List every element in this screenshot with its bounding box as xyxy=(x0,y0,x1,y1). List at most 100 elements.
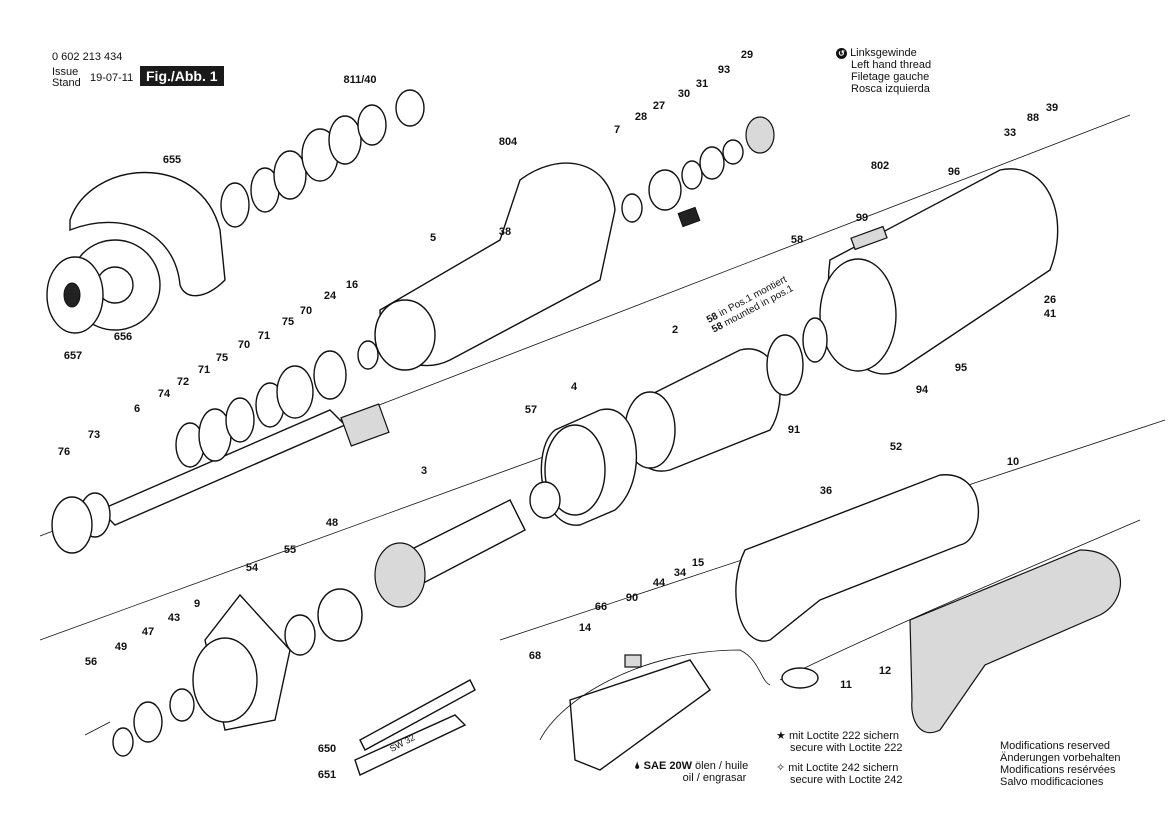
left-thread-icon: ↺ xyxy=(836,47,847,59)
modifications-line: Änderungen vorbehalten xyxy=(1000,752,1121,764)
callout-38: 38 xyxy=(498,226,512,238)
armature xyxy=(374,481,561,608)
stator xyxy=(624,334,804,472)
callout-54: 54 xyxy=(245,562,259,574)
callout-71b: 71 xyxy=(197,364,211,376)
thread-legend: ↺ Linksgewinde Left hand thread Filetage… xyxy=(836,47,931,95)
callout-30: 30 xyxy=(677,88,691,100)
nut-47 xyxy=(133,701,163,743)
gear-housing xyxy=(374,162,616,371)
callout-44: 44 xyxy=(652,577,666,589)
loctite-242-star-icon: ✧ xyxy=(776,762,786,774)
callout-36: 36 xyxy=(819,485,833,497)
bearing-55 xyxy=(284,614,316,656)
callout-656: 656 xyxy=(113,331,133,343)
legend-line: Left hand thread xyxy=(851,59,932,71)
loctite-242-note: ✧ mit Loctite 242 sichern secure with Lo… xyxy=(776,762,903,786)
callout-74: 74 xyxy=(157,388,171,400)
loctite-line: mit Loctite 242 sichern xyxy=(788,762,899,774)
stand-label: Stand xyxy=(52,77,81,89)
callout-29: 29 xyxy=(740,49,754,61)
callout-91: 91 xyxy=(787,424,801,436)
nut-49 xyxy=(112,727,134,757)
callout-14: 14 xyxy=(578,622,592,634)
part-number: 0 602 213 434 xyxy=(52,51,123,63)
loctite-line: mit Loctite 222 sichern xyxy=(788,730,899,742)
lubricant-product: SAE 20W xyxy=(643,760,692,772)
callout-27: 27 xyxy=(652,100,666,112)
callout-4: 4 xyxy=(570,381,578,393)
callout-72: 72 xyxy=(176,376,190,388)
callout-58: 58 xyxy=(790,234,804,246)
legend-line: Filetage gauche xyxy=(851,71,930,83)
flange-nut xyxy=(46,256,104,334)
callout-804: 804 xyxy=(498,136,518,148)
cable-guard xyxy=(781,667,819,689)
screw-56 xyxy=(84,721,111,736)
callout-49: 49 xyxy=(114,641,128,653)
callout-56: 56 xyxy=(84,656,98,668)
callout-655: 655 xyxy=(162,154,182,166)
callout-66: 66 xyxy=(594,601,608,613)
lubricant-line: ölen / huile xyxy=(695,760,749,772)
callout-47: 47 xyxy=(141,626,155,638)
callout-57: 57 xyxy=(524,404,538,416)
callout-10: 10 xyxy=(1006,456,1020,468)
seal-ring-58 xyxy=(802,317,828,363)
callout-2: 2 xyxy=(671,324,679,336)
callout-96: 96 xyxy=(947,166,961,178)
loctite-222-note: ★ mit Loctite 222 sichern secure with Lo… xyxy=(776,730,903,754)
issue-date: 19-07-11 xyxy=(90,72,134,84)
callout-76: 76 xyxy=(57,446,71,458)
loctite-line: secure with Loctite 242 xyxy=(790,774,903,786)
callout-802: 802 xyxy=(870,160,890,172)
modifications-line: Modifications resérvées xyxy=(1000,764,1116,776)
loctite-222-star-icon: ★ xyxy=(776,730,786,742)
switch-assembly xyxy=(539,649,771,771)
bearing-48 xyxy=(317,588,363,642)
callout-31: 31 xyxy=(695,78,709,90)
end-plate xyxy=(192,593,291,731)
callout-70a: 70 xyxy=(299,305,313,317)
callout-93: 93 xyxy=(717,64,731,76)
legend-line: Linksgewinde xyxy=(850,47,917,59)
callout-68: 68 xyxy=(528,650,542,662)
callout-3: 3 xyxy=(420,465,428,477)
issue-label: Issue xyxy=(52,66,79,78)
callout-34: 34 xyxy=(673,567,687,579)
callout-94: 94 xyxy=(915,384,929,396)
callout-71a: 71 xyxy=(257,330,271,342)
callout-75b: 75 xyxy=(215,352,229,364)
modifications-line: Modifications reserved xyxy=(1000,740,1111,752)
handle-housing xyxy=(735,474,1122,734)
callout-75a: 75 xyxy=(281,316,295,328)
callout-39: 39 xyxy=(1045,102,1059,114)
oil-drop-icon: 🌢 xyxy=(634,760,641,772)
lubricant-line: oil / engrasar xyxy=(682,772,747,784)
callout-650: 650 xyxy=(317,743,337,755)
callout-41: 41 xyxy=(1043,308,1057,320)
callout-657: 657 xyxy=(63,350,83,362)
ring-43 xyxy=(169,688,195,722)
callout-651: 651 xyxy=(317,769,337,781)
callout-11: 11 xyxy=(840,679,852,691)
figure-label: Fig./Abb. 1 xyxy=(140,66,224,86)
spindle xyxy=(51,340,390,554)
callout-90: 90 xyxy=(625,592,639,604)
callout-88: 88 xyxy=(1026,112,1040,124)
callout-28: 28 xyxy=(634,111,648,123)
callout-48: 48 xyxy=(325,517,339,529)
callout-15: 15 xyxy=(691,557,705,569)
lubricant-note: 🌢 SAE 20W ölen / huile oil / engrasar xyxy=(634,760,748,784)
callout-73: 73 xyxy=(87,429,101,441)
callout-6: 6 xyxy=(133,403,141,415)
modifications-note: Modifications reserved Änderungen vorbeh… xyxy=(1000,740,1120,788)
callout-43: 43 xyxy=(167,612,181,624)
modifications-line: Salvo modificaciones xyxy=(1000,776,1104,788)
loctite-line: secure with Loctite 222 xyxy=(790,742,903,754)
legend-line: Rosca izquierda xyxy=(851,83,930,95)
callout-99: 99 xyxy=(855,212,869,224)
pinion-ring-stack xyxy=(621,116,775,228)
callout-24: 24 xyxy=(323,290,337,302)
